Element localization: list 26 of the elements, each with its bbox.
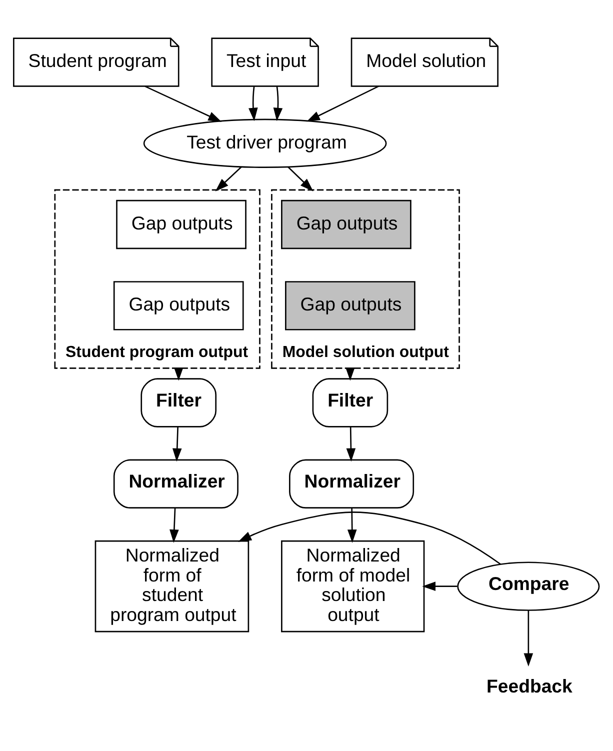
arrow: [215, 166, 242, 192]
arrow: [306, 86, 379, 122]
node-ellipse: Compare: [457, 562, 600, 611]
node-box: Normalized form of student program output: [94, 540, 250, 632]
node-text: Feedback: [486, 675, 572, 696]
node-box: Normalized form of model solution output: [281, 540, 425, 632]
node-box: Gap outputs: [285, 281, 416, 330]
arrow: [288, 166, 314, 192]
arrow: [347, 508, 357, 543]
arrow: [273, 86, 283, 122]
node-box: Gap outputs: [113, 281, 244, 330]
arrow: [248, 86, 258, 122]
arrow: [238, 512, 502, 565]
node-box: Normalizer: [289, 459, 414, 509]
node-box: Normalizer: [113, 459, 238, 509]
arrow: [172, 426, 182, 462]
node-box: Gap outputs: [281, 200, 412, 250]
arrow: [346, 426, 356, 462]
arrow: [170, 508, 179, 543]
node-box: Filter: [312, 378, 388, 428]
node-box: Filter: [140, 378, 217, 428]
node-ellipse: Test driver program: [143, 118, 387, 168]
node-box: Gap outputs: [116, 200, 246, 250]
arrow: [144, 86, 222, 122]
arrow: [524, 610, 534, 667]
arrow: [422, 582, 458, 591]
